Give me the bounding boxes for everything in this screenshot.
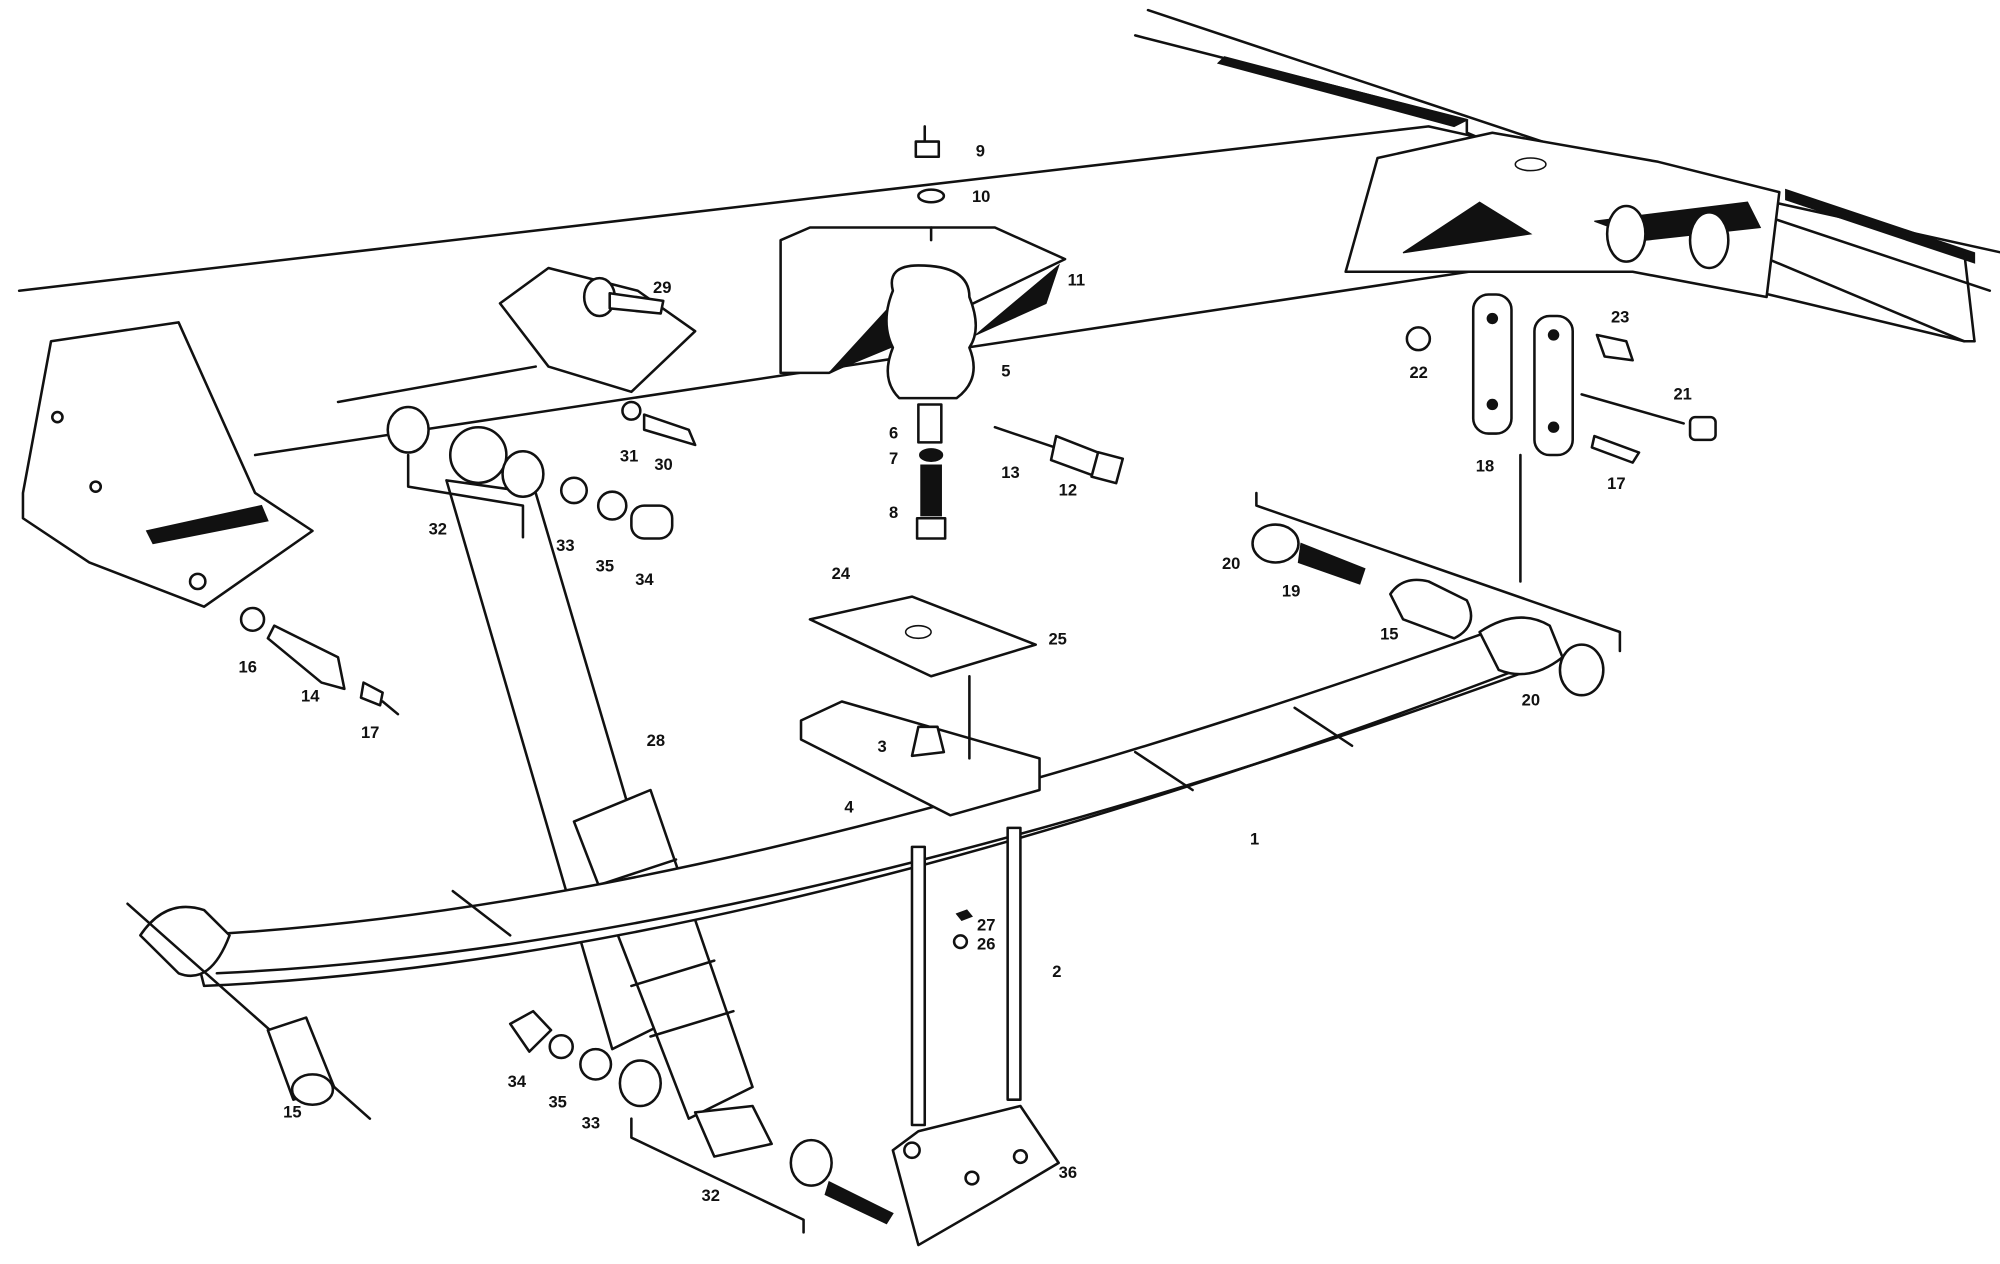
leaf-spring: [126, 491, 1622, 1120]
label-part-33-upper: 33: [556, 537, 574, 555]
label-part-4: 4: [844, 799, 854, 817]
label-part-23: 23: [1611, 308, 1629, 326]
label-part-32-upper: 32: [429, 521, 447, 539]
spring-seat-plates: [799, 595, 1041, 817]
label-part-26: 26: [977, 935, 995, 953]
label-part-34-lower: 34: [508, 1073, 527, 1091]
label-part-33-lower: 33: [582, 1115, 600, 1133]
label-part-19: 19: [1282, 583, 1300, 601]
label-part-15-front: 15: [283, 1103, 301, 1121]
label-part-13: 13: [1001, 464, 1019, 482]
label-part-17-front: 17: [361, 724, 379, 742]
shock-absorber: [386, 405, 894, 1234]
label-part-14: 14: [301, 688, 320, 706]
label-part-21: 21: [1673, 385, 1691, 403]
u-bolt: [891, 826, 1060, 1247]
shock-upper-bracket: [336, 266, 697, 404]
label-part-18: 18: [1476, 458, 1494, 476]
label-part-25: 25: [1048, 631, 1066, 649]
label-part-36: 36: [1059, 1164, 1077, 1182]
label-part-6: 6: [889, 425, 898, 443]
label-part-22: 22: [1409, 364, 1427, 382]
label-part-16: 16: [239, 659, 257, 677]
label-part-31: 31: [620, 447, 638, 465]
spring-eye-bolt-hardware: [239, 400, 697, 716]
part-number-labels: 1 2 3 4 5 6 7 8 9 10 11 12 13 14 15 15 1…: [239, 143, 1692, 1205]
label-part-10: 10: [972, 188, 990, 206]
label-part-2: 2: [1052, 963, 1061, 981]
label-part-30: 30: [654, 456, 672, 474]
label-part-24: 24: [832, 565, 851, 583]
front-spring-hanger: [21, 321, 314, 608]
label-part-29: 29: [653, 279, 671, 297]
label-part-9: 9: [976, 143, 985, 161]
label-part-3: 3: [878, 738, 887, 756]
label-part-35-upper: 35: [596, 557, 614, 575]
label-part-12: 12: [1059, 482, 1077, 500]
label-part-17-rear: 17: [1607, 475, 1625, 493]
label-part-7: 7: [889, 450, 898, 468]
label-part-11: 11: [1068, 272, 1086, 290]
label-part-27: 27: [977, 916, 995, 934]
label-part-15-rear: 15: [1380, 626, 1398, 644]
label-part-5: 5: [1001, 363, 1010, 381]
label-part-34-upper: 34: [635, 571, 654, 589]
label-part-35-lower: 35: [548, 1093, 566, 1111]
label-part-28: 28: [647, 732, 665, 750]
label-part-20-left: 20: [1222, 555, 1240, 573]
bump-stop-rubber: [885, 125, 1125, 540]
label-part-20-right: 20: [1522, 691, 1540, 709]
label-part-32-lower: 32: [702, 1187, 720, 1205]
label-part-8: 8: [889, 504, 898, 522]
rear-crossmember: [1344, 131, 1781, 299]
label-part-1: 1: [1250, 830, 1259, 848]
shackle: [1405, 293, 1717, 583]
